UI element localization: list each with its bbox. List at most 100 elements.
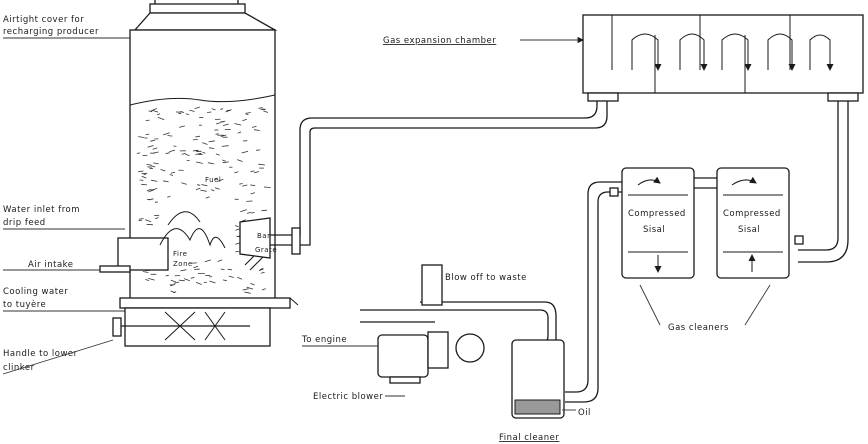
label-gas-cleaners: Gas cleaners — [668, 323, 729, 333]
fuel-speck — [222, 123, 229, 126]
fuel-speck — [242, 288, 249, 291]
fuel-speck — [254, 171, 260, 174]
fuel-speck — [170, 279, 177, 283]
fuel-speck — [242, 118, 247, 122]
fuel-speck — [228, 275, 234, 278]
label-sisal-2: Sisal — [738, 225, 760, 235]
fuel-speck — [263, 110, 269, 113]
fuel-speck — [215, 122, 221, 125]
fuel-speck — [220, 134, 227, 137]
fuel-speck — [141, 175, 147, 179]
fuel-speck — [234, 225, 239, 228]
fuel-speck — [245, 113, 249, 116]
label-compressed-1: Compressed — [628, 209, 686, 219]
fuel-speck — [147, 145, 154, 148]
fuel-speck — [251, 126, 257, 128]
electric-blower — [377, 331, 485, 384]
fuel-speck — [260, 271, 265, 274]
fuel-speck — [201, 184, 208, 187]
fuel-speck — [195, 282, 202, 285]
fuel-speck — [234, 123, 242, 126]
fuel-speck — [217, 259, 223, 262]
fuel-speck — [167, 135, 173, 137]
fuel-speck — [146, 223, 153, 226]
fuel-speck — [250, 170, 255, 173]
fuel-speck — [185, 113, 190, 115]
label-grate: Grate — [255, 246, 277, 254]
label-fire: Fire — [173, 250, 188, 258]
fuel-speck — [200, 189, 207, 192]
gas-expansion-chamber — [582, 14, 864, 102]
fuel-speck — [170, 171, 176, 174]
label-sisal-1: Sisal — [643, 225, 665, 235]
fuel-speck — [142, 271, 149, 273]
fuel-speck — [141, 183, 147, 186]
fuel-speck — [246, 211, 252, 214]
fuel-speck — [155, 217, 159, 220]
fuel-speck — [234, 171, 239, 174]
fuel-speck — [170, 284, 176, 287]
fuel-speck — [138, 136, 144, 138]
label-bar: Bar — [257, 232, 270, 240]
fuel-speck — [190, 277, 195, 279]
fuel-speck — [152, 110, 159, 113]
label-air-intake: Air intake — [28, 260, 74, 270]
fuel-speck — [165, 152, 170, 154]
fuel-speck — [162, 180, 169, 183]
fuel-speck — [145, 119, 150, 121]
fuel-speck — [215, 153, 220, 156]
label-cooling-water: Cooling water — [3, 287, 68, 297]
fuel-speck — [156, 113, 161, 116]
fuel-speck — [237, 131, 242, 134]
fuel-speck — [214, 118, 221, 120]
label-fuel: Fuel — [205, 176, 221, 184]
fuel-speck — [167, 196, 171, 198]
fuel-speck — [195, 187, 201, 190]
fuel-speck — [148, 110, 153, 113]
fuel-speck — [146, 164, 152, 166]
fuel-speck — [170, 290, 176, 294]
fuel-speck — [241, 150, 249, 154]
fuel-speck — [250, 283, 255, 286]
fuel-speck — [259, 267, 264, 271]
fuel-speck — [222, 161, 229, 164]
fuel-speck — [196, 150, 202, 153]
fuel-speck — [151, 108, 158, 112]
label-blow-off: Blow off to waste — [445, 273, 527, 283]
label-water-inlet-2: drip feed — [3, 218, 46, 228]
fuel-speck — [244, 291, 251, 294]
fuel-speck — [250, 184, 256, 187]
fuel-speck — [157, 116, 165, 121]
fuel-speck — [222, 279, 227, 282]
fuel-speck — [189, 109, 195, 112]
fuel-speck — [150, 188, 158, 191]
fuel-speck — [169, 149, 176, 153]
fuel-speck — [160, 169, 166, 172]
fuel-speck — [214, 187, 220, 190]
final-cleaner — [511, 339, 565, 419]
fuel-speck — [209, 280, 216, 284]
fuel-speck — [150, 139, 155, 142]
label-water-inlet: Water inlet from — [3, 205, 80, 215]
fuel-speck — [222, 159, 226, 162]
fuel-speck — [250, 192, 256, 195]
fuel-speck — [220, 268, 225, 271]
fuel-speck — [227, 268, 233, 271]
fuel-speck — [246, 286, 254, 290]
fuel-speck — [151, 179, 158, 182]
fuel-speck — [194, 106, 200, 110]
fuel-speck — [217, 178, 224, 182]
fuel-speck — [141, 172, 146, 176]
fuel-speck — [179, 125, 185, 128]
fuel-speck — [148, 189, 155, 193]
label-handle-lower-2: clinker — [3, 363, 35, 373]
label-oil: Oil — [578, 408, 591, 418]
fuel-speck — [237, 159, 243, 162]
label-final-cleaner: Final cleaner — [499, 433, 559, 443]
gas-cleaners — [609, 167, 804, 279]
fuel-speck — [202, 142, 208, 145]
label-zone: Zone — [173, 260, 193, 268]
fuel-speck — [148, 278, 155, 281]
fuel-speck — [263, 186, 271, 188]
